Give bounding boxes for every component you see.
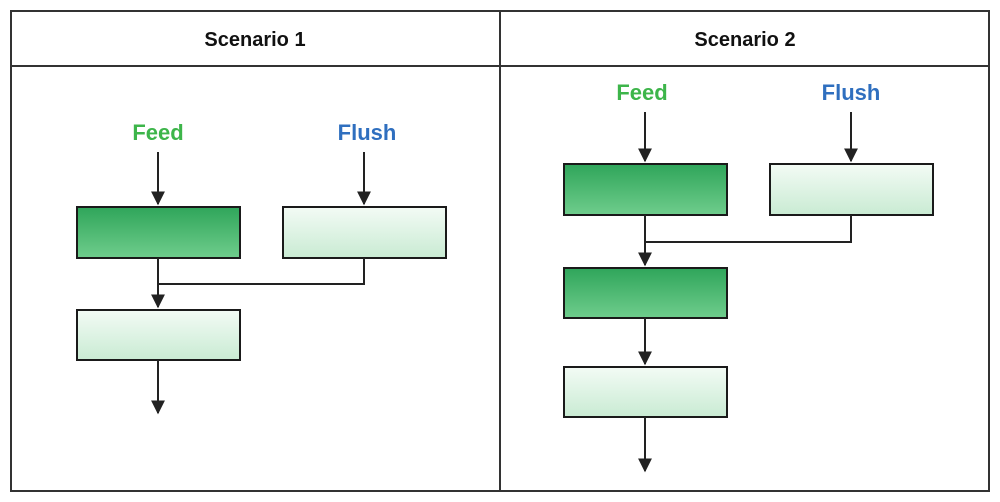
scenario-2-final-box <box>563 366 728 418</box>
scenario-1-feed-box <box>76 206 241 259</box>
scenario-2-flush-label: Flush <box>822 80 881 105</box>
scenario-2-flush-box <box>769 163 934 216</box>
scenario-2-combined-box <box>563 267 728 319</box>
scenario-1-flush-label: Flush <box>338 120 397 145</box>
scenario-2-flush-merge-line <box>645 215 852 243</box>
scenario-1-flow: Feed Flush <box>76 120 447 415</box>
scenario-1-flush-box <box>282 206 447 259</box>
scenario-1-header: Scenario 1 <box>204 29 305 51</box>
scenario-2-flow: Feed Flush <box>563 80 934 473</box>
scenario-1-combined-box <box>76 309 241 361</box>
scenario-1-feed-label: Feed <box>132 120 183 145</box>
scenario-2-feed-label: Feed <box>616 80 667 105</box>
scenario-1-flush-merge-line <box>158 258 365 285</box>
scenario-2-header: Scenario 2 <box>694 29 795 51</box>
scenario-2-feed-box <box>563 163 728 216</box>
